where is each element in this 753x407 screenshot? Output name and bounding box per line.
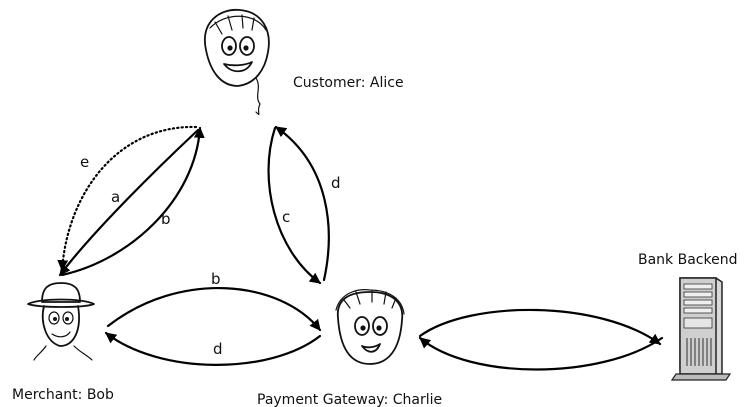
- arc-b-merchant-to-gateway: [106, 287, 322, 332]
- arc-gateway-to-bank: [418, 308, 662, 346]
- edge-labels: e a b c d b d: [80, 153, 341, 358]
- arc-b-merchant-to-customer: [60, 126, 205, 277]
- arc-bank-to-gateway: [418, 336, 664, 371]
- edge-label-e: e: [80, 153, 89, 171]
- arc-c-customer-to-gateway: [267, 126, 322, 285]
- server-tower-icon: [670, 277, 732, 381]
- girl-cartoon-icon: [204, 9, 270, 116]
- boy-cartoon-icon: [335, 289, 405, 365]
- cowboy-cartoon-icon: [27, 282, 95, 361]
- edge-label-b-left: b: [161, 210, 171, 228]
- arc-d-gateway-to-merchant: [104, 331, 322, 366]
- edge-label-d-right: d: [331, 174, 341, 192]
- arc-e-customer-to-merchant: [57, 125, 198, 272]
- gateway-label: Payment Gateway: Charlie: [257, 392, 442, 407]
- bank-label: Bank Backend: [638, 252, 737, 268]
- arc-d-gateway-to-customer: [274, 125, 330, 282]
- customer-label: Customer: Alice: [293, 75, 404, 91]
- arc-a-customer-to-merchant: [58, 128, 200, 277]
- merchant-label: Merchant: Bob: [12, 387, 114, 403]
- edge-label-d-bottom: d: [213, 340, 223, 358]
- edge-label-b-bottom: b: [211, 270, 221, 288]
- edge-label-c: c: [282, 208, 290, 226]
- edges: [57, 125, 664, 371]
- edge-label-a: a: [111, 188, 120, 206]
